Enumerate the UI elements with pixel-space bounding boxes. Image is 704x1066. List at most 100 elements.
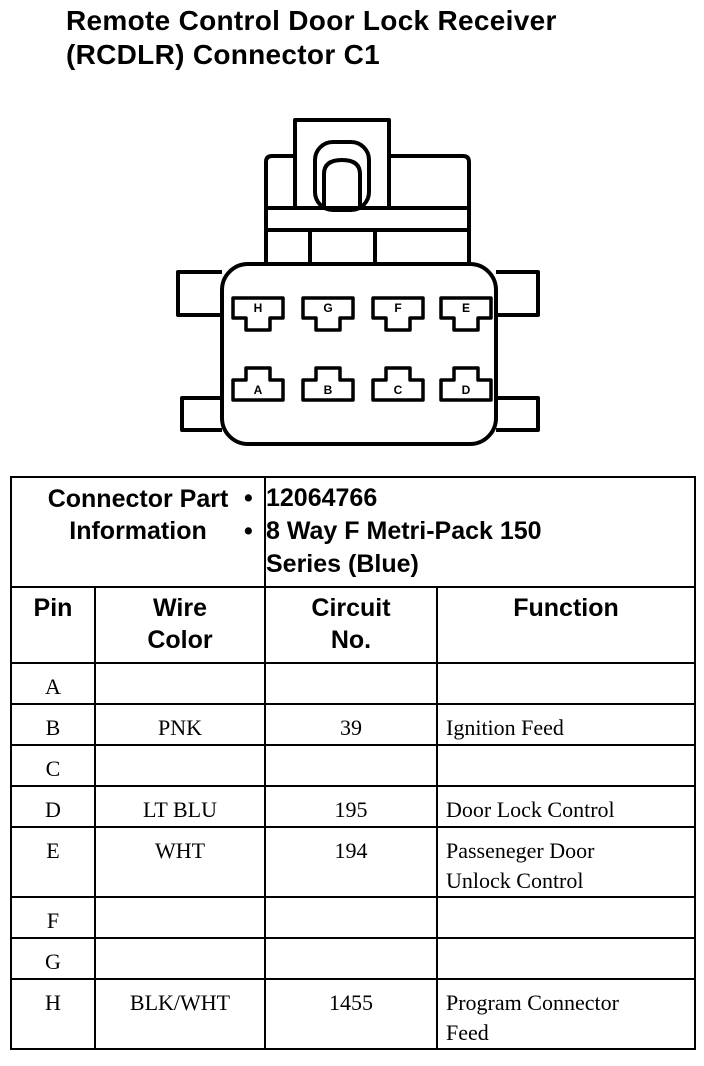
description-line-1: 8 Way F Metri-Pack 150 bbox=[266, 517, 542, 545]
pin-cavity-a: A bbox=[231, 366, 285, 402]
column-header-circuit-line-1: Circuit bbox=[311, 594, 391, 622]
table-row: D LT BLU 195 Door Lock Control bbox=[10, 785, 696, 828]
table-row: G bbox=[10, 937, 696, 980]
pin-cell-text: D bbox=[45, 797, 61, 822]
part-number: 12064766 bbox=[266, 484, 378, 512]
wire-color-cell bbox=[94, 937, 266, 980]
wire-color-cell bbox=[94, 896, 266, 939]
pin-cell-text: H bbox=[45, 990, 61, 1015]
pin-cell: G bbox=[10, 937, 96, 980]
circuit-cell-text bbox=[266, 898, 436, 906]
circuit-cell bbox=[264, 662, 438, 705]
circuit-cell-text bbox=[266, 939, 436, 947]
bullet: • bbox=[244, 517, 253, 545]
pin-cavity-g: G bbox=[301, 296, 355, 332]
part-info-label-line-1: Connector Part bbox=[47, 485, 229, 513]
connector-body bbox=[220, 262, 498, 446]
column-header-pin: Pin bbox=[10, 586, 96, 664]
part-info-row: Connector Part Information •12064766 •8 … bbox=[10, 476, 696, 588]
table-row: C bbox=[10, 744, 696, 787]
wire-color-cell bbox=[94, 744, 266, 787]
pin-cavity-h: H bbox=[231, 296, 285, 332]
pin-cavity-c: C bbox=[371, 366, 425, 402]
pin-label-b: B bbox=[324, 383, 333, 397]
function-cell-text: Unlock Control bbox=[446, 868, 584, 893]
connector-info-table: Connector Part Information •12064766 •8 … bbox=[10, 476, 696, 1050]
pin-cell: E bbox=[10, 826, 96, 898]
wire-color-cell-text bbox=[96, 939, 264, 947]
column-header-function-text: Function bbox=[513, 594, 619, 622]
wire-color-cell-text bbox=[96, 664, 264, 672]
function-cell: Door Lock Control bbox=[436, 785, 696, 828]
wire-color-cell: WHT bbox=[94, 826, 266, 898]
function-cell: Ignition Feed bbox=[436, 703, 696, 746]
function-cell-text bbox=[446, 664, 694, 672]
circuit-cell-text bbox=[266, 746, 436, 754]
function-cell-text: Door Lock Control bbox=[446, 797, 615, 822]
circuit-cell: 195 bbox=[264, 785, 438, 828]
function-cell-text bbox=[446, 898, 694, 906]
wire-color-cell bbox=[94, 662, 266, 705]
column-header-wire-color: Wire Color bbox=[94, 586, 266, 664]
description-line-2: Series (Blue) bbox=[266, 550, 419, 578]
pin-label-g: G bbox=[323, 301, 332, 315]
description-line: • 8 Way F Metri-Pack 150 bbox=[244, 515, 694, 548]
wire-color-cell-text: PNK bbox=[157, 715, 202, 740]
connector-c1-drawing: H G F E A B C D bbox=[176, 118, 540, 446]
title-line-2: (RCDLR) Connector C1 bbox=[66, 39, 380, 70]
function-cell bbox=[436, 744, 696, 787]
column-header-row: Pin Wire Color Circuit No. Function bbox=[10, 586, 696, 664]
pin-cell-text: A bbox=[45, 674, 61, 699]
wire-color-cell-text bbox=[96, 746, 264, 754]
circuit-cell: 1455 bbox=[264, 978, 438, 1050]
circuit-cell-text: 195 bbox=[334, 797, 368, 822]
circuit-cell: 194 bbox=[264, 826, 438, 898]
table-row: B PNK 39 Ignition Feed bbox=[10, 703, 696, 746]
wire-color-cell: BLK/WHT bbox=[94, 978, 266, 1050]
pin-cell: F bbox=[10, 896, 96, 939]
wire-color-cell: LT BLU bbox=[94, 785, 266, 828]
bullet: • bbox=[244, 484, 253, 512]
pin-cell: C bbox=[10, 744, 96, 787]
part-number-line: • 12064766 bbox=[244, 482, 694, 515]
column-header-pin-text: Pin bbox=[33, 594, 73, 622]
pin-label-f: F bbox=[394, 301, 401, 315]
wire-color-cell-text: WHT bbox=[154, 838, 206, 863]
circuit-cell-text: 39 bbox=[340, 715, 362, 740]
pin-cavity-d: D bbox=[439, 366, 493, 402]
column-header-circuit-line-2: No. bbox=[330, 626, 372, 654]
pin-cavity-b: B bbox=[301, 366, 355, 402]
circuit-cell bbox=[264, 937, 438, 980]
circuit-cell bbox=[264, 896, 438, 939]
wire-color-cell: PNK bbox=[94, 703, 266, 746]
description-continuation: Series (Blue) bbox=[266, 548, 694, 581]
pin-cell: H bbox=[10, 978, 96, 1050]
pin-cell-text: B bbox=[45, 715, 61, 740]
pin-label-e: E bbox=[462, 301, 470, 315]
function-cell-text: Passeneger Door bbox=[446, 838, 595, 863]
column-header-circuit: Circuit No. bbox=[264, 586, 438, 664]
function-cell bbox=[436, 896, 696, 939]
title-line-1: Remote Control Door Lock Receiver bbox=[66, 5, 557, 36]
pin-cell: B bbox=[10, 703, 96, 746]
function-cell-text: Ignition Feed bbox=[446, 715, 564, 740]
function-cell-text bbox=[446, 939, 694, 947]
wire-color-cell-text: LT BLU bbox=[143, 797, 217, 822]
part-info-values: • 12064766 • 8 Way F Metri-Pack 150 Series… bbox=[244, 476, 696, 588]
pin-cell-text: F bbox=[46, 908, 60, 933]
column-header-function: Function bbox=[436, 586, 696, 664]
circuit-cell-text: 194 bbox=[334, 838, 368, 863]
pin-label-h: H bbox=[254, 301, 263, 315]
page-title: Remote Control Door Lock Receiver (RCDLR… bbox=[66, 4, 696, 72]
function-cell bbox=[436, 937, 696, 980]
circuit-cell-text bbox=[266, 664, 436, 672]
pin-label-c: C bbox=[394, 383, 403, 397]
pin-cell: D bbox=[10, 785, 96, 828]
pin-cell: A bbox=[10, 662, 96, 705]
pin-cavity-e: E bbox=[439, 296, 493, 332]
column-header-wire-color-line-2: Color bbox=[147, 626, 213, 654]
